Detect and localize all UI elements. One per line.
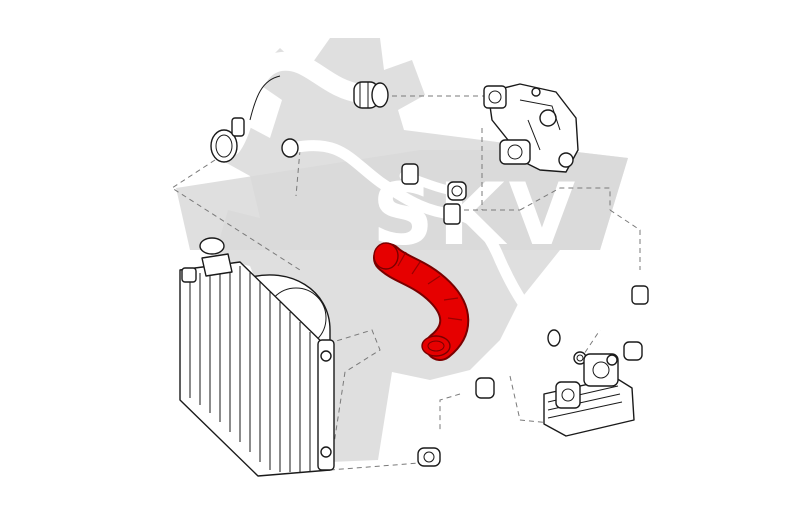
radiator: [179, 237, 335, 477]
lower-hose: [417, 377, 495, 467]
highlighted-hose: [373, 242, 470, 361]
right-hose: [623, 285, 659, 361]
small-hose: [399, 163, 467, 201]
upper-radiator-hose: [210, 51, 389, 163]
oil-cooler: [543, 353, 635, 437]
thermostat-housing: [483, 83, 579, 173]
bypass-pipe: [281, 138, 587, 365]
